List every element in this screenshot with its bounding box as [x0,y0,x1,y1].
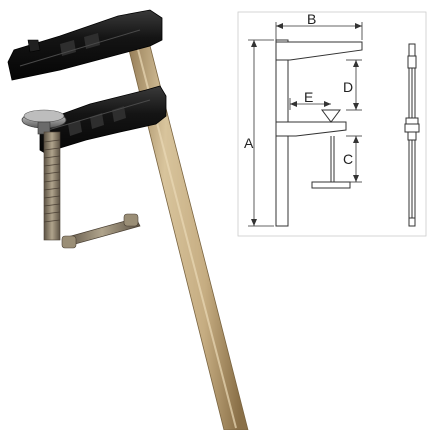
technical-drawing: A B D E C [237,11,427,237]
clamp-side-view [275,39,363,227]
dimension-arrowheads [251,23,362,226]
dimension-label-d: D [343,79,353,95]
clamp-rail [123,29,249,430]
sliding-jaw [39,85,167,157]
spindle-knob [21,109,67,135]
clamp-photo [7,9,249,430]
dimension-label-b: B [307,11,316,27]
dimension-label-a: A [244,135,254,151]
clamp-front-view [404,43,420,227]
dimension-label-c: C [343,151,353,167]
t-handle [61,213,141,249]
fixed-jaw [7,9,163,81]
threaded-spindle [43,131,61,241]
dimension-label-e: E [304,89,313,105]
